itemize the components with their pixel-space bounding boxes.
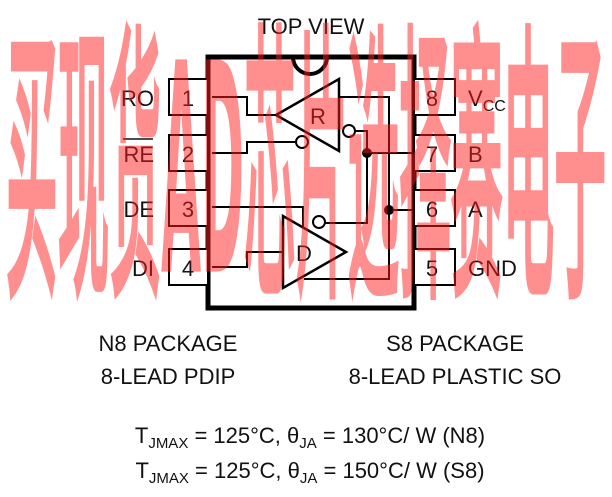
pin1-notch [291, 56, 329, 76]
driver-inverting-output-bubble [312, 215, 326, 229]
pin-name-re: RE [123, 142, 154, 167]
receiver-inverting-input-bubble [342, 124, 356, 138]
pin-name-de: DE [123, 197, 154, 222]
pin-name-b: B [468, 142, 483, 167]
package-left-line2: 8-LEAD PDIP [101, 364, 236, 389]
package-right-line1: S8 PACKAGE [386, 331, 524, 356]
pin-name-di: DI [132, 256, 154, 281]
receiver-label: R [310, 104, 326, 129]
pin-number-4: 4 [182, 256, 194, 281]
package-right-line2: 8-LEAD PLASTIC SO [349, 364, 562, 389]
pin-number-3: 3 [182, 197, 194, 222]
thermal-line-s8: TJMAX = 125°C, θJA = 150°C/ W (S8) [135, 458, 484, 487]
package-left-line1: N8 PACKAGE [99, 331, 238, 356]
pin-box-8 [413, 78, 456, 116]
re-inversion-bubble [295, 135, 309, 149]
top-view-title: TOP VIEW [258, 14, 365, 39]
driver-buffer [281, 213, 349, 291]
pin-number-7: 7 [426, 142, 438, 167]
junction-dot-a [384, 205, 394, 215]
receiver-buffer [273, 76, 341, 154]
pin-name-vcc: VCC [468, 86, 506, 115]
watermark: 买现货AD芯片选择赛电子 [6, 2, 606, 341]
internal-wiring [212, 96, 414, 280]
pin-name-ro: RO [121, 86, 154, 111]
junction-dot-b [362, 148, 372, 158]
pin-name-gnd: GND [468, 256, 517, 281]
pin-box-5 [413, 248, 456, 286]
pin-number-8: 8 [426, 86, 438, 111]
svg-text:买现货AD芯片选择赛电子: 买现货AD芯片选择赛电子 [6, 2, 606, 341]
pin-name-a: A [468, 197, 483, 222]
chip-body [205, 54, 417, 311]
pin-box-4 [168, 248, 209, 286]
pin-box-2 [168, 134, 209, 172]
pin-number-2: 2 [182, 142, 194, 167]
driver-label: D [296, 241, 312, 266]
pin-box-3 [168, 189, 209, 227]
pin-box-6 [413, 189, 456, 227]
pin-number-5: 5 [426, 256, 438, 281]
pin-box-1 [168, 78, 209, 116]
thermal-line-n8: TJMAX = 125°C, θJA = 130°C/ W (N8) [135, 423, 485, 452]
pin-number-6: 6 [426, 197, 438, 222]
pin-number-1: 1 [182, 86, 194, 111]
